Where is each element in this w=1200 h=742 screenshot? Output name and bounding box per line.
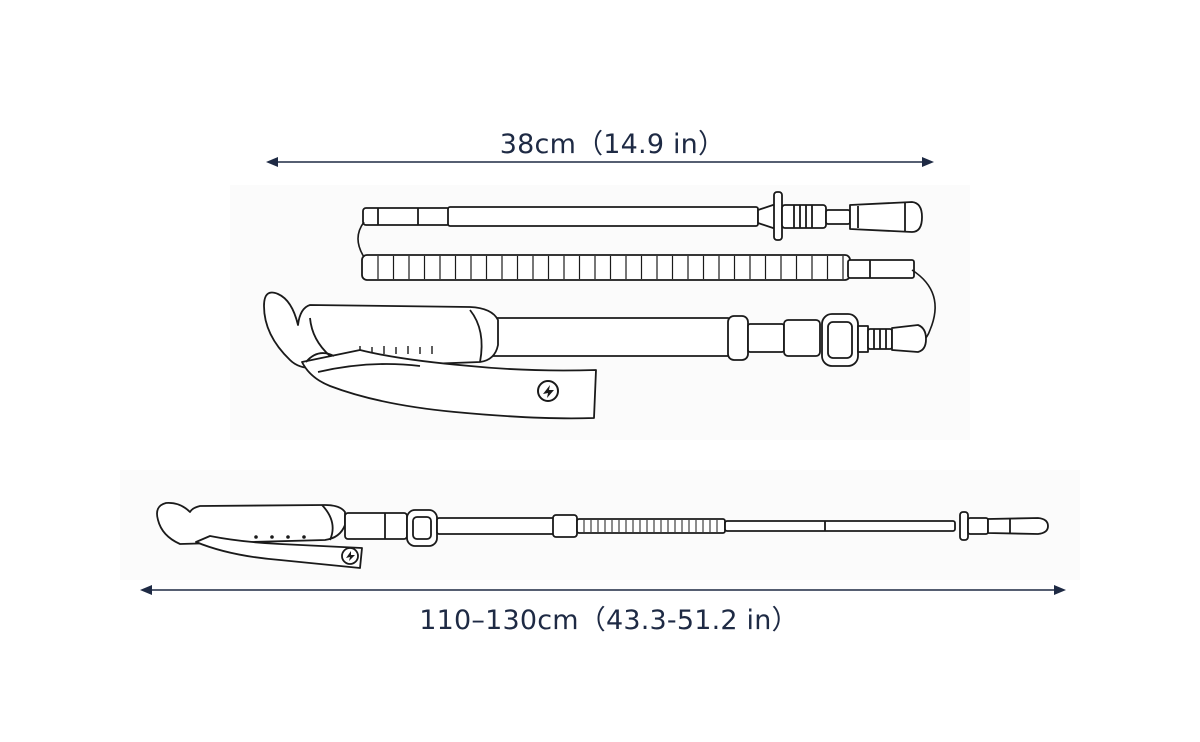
folded-length-label: 38cm（14.9 in） [0, 122, 1200, 161]
folded-length-text: 38cm（14.9 in） [499, 129, 726, 160]
folded-dimension-arrow [266, 157, 934, 167]
extended-length-text: 110–130cm（43.3-51.2 in） [419, 605, 799, 636]
extended-pole [156, 502, 1049, 547]
brand-logo-icon [537, 380, 559, 402]
extended-grip-dots [254, 535, 306, 539]
folded-pole-middle-section [361, 254, 915, 281]
extended-wrist-strap [195, 535, 363, 569]
extended-dimension-arrow [140, 585, 1066, 595]
extended-length-label: 110–130cm（43.3-51.2 in） [0, 598, 1200, 637]
extended-brand-logo-icon [341, 547, 359, 565]
wrist-strap [301, 349, 597, 420]
folded-cord-left [357, 221, 365, 258]
folded-pole-tip-section [362, 191, 923, 241]
